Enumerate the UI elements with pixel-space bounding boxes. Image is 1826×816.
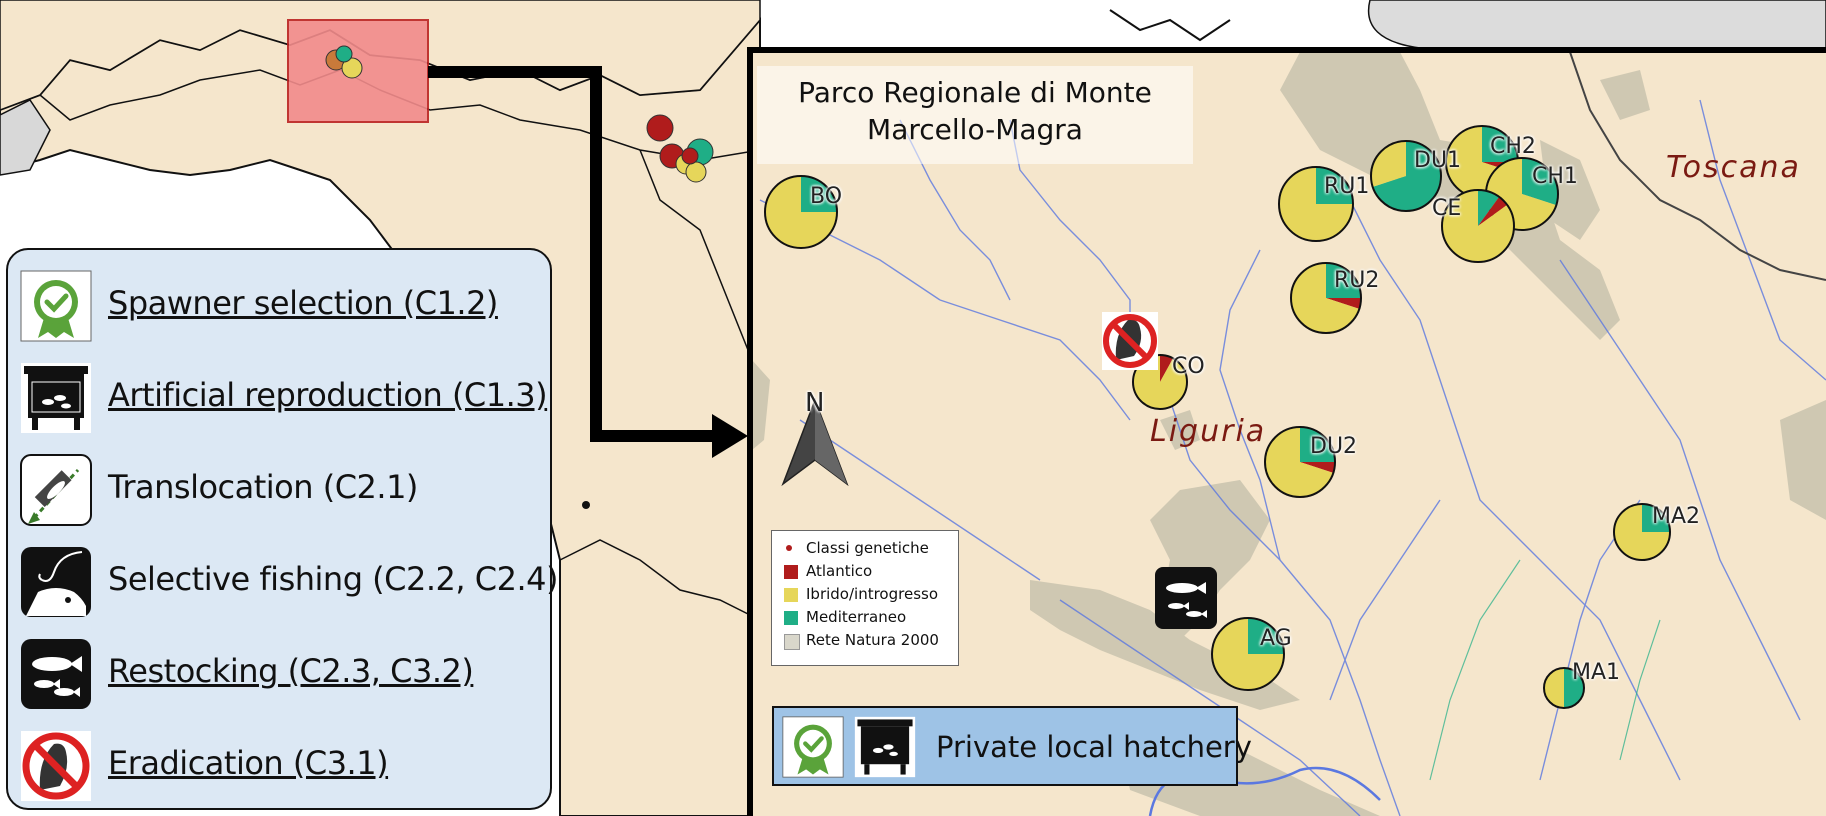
genetic-classes-legend: Classi genetiche Atlantico Ibrido/introg… [771, 530, 959, 666]
site-label-ma2: MA2 [1652, 504, 1701, 529]
map-legend-label: Ibrido/introgresso [806, 585, 938, 603]
site-label-ma1: MA1 [1572, 660, 1621, 685]
legend-row-artificial-reproduction: Artificial reproduction (C1.3) [14, 362, 550, 438]
map-legend-label: Mediterraneo [806, 608, 907, 626]
swatch-mediterraneo [784, 611, 798, 625]
map-legend-entry: Ibrido/introgresso [780, 585, 958, 608]
park-title-line1: Parco Regionale di Monte [798, 76, 1152, 109]
connector-arrow [428, 66, 712, 442]
site-label-ch1: CH1 [1532, 164, 1578, 189]
site-label-ch2: CH2 [1490, 134, 1536, 159]
site-label-ru1: RU1 [1324, 174, 1370, 199]
restocking-icon [21, 639, 91, 709]
legend-label: Eradication (C3.1) [108, 744, 389, 782]
swatch-ibrido [784, 588, 798, 602]
region-label-liguria: Liguria [1150, 414, 1267, 449]
legend-row-restocking: Restocking (C2.3, C3.2) [14, 638, 550, 714]
map-legend-entry: Rete Natura 2000 [780, 631, 958, 654]
site-label-co: CO [1172, 354, 1205, 379]
map-legend-title-row: Classi genetiche [780, 539, 958, 562]
legend-row-eradication: Eradication (C3.1) [14, 730, 550, 806]
legend-label: Selective fishing (C2.2, C2.4) [108, 560, 558, 598]
legend-label: Restocking (C2.3, C3.2) [108, 652, 474, 690]
dot-icon [786, 545, 792, 551]
map-legend-title: Classi genetiche [806, 539, 929, 557]
legend-row-selective-fishing: Selective fishing (C2.2, C2.4) [14, 546, 558, 622]
management-actions-legend: Spawner selection (C1.2) Artificial repr… [6, 248, 558, 810]
map-legend-label: Rete Natura 2000 [806, 631, 939, 649]
site-label-ag: AG [1260, 626, 1292, 651]
site-label-du2: DU2 [1310, 434, 1358, 459]
map-legend-entry: Mediterraneo [780, 608, 958, 631]
legend-row-spawner-selection: Spawner selection (C1.2) [14, 270, 550, 346]
selective-fishing-icon [21, 547, 91, 617]
map-legend-label: Atlantico [806, 562, 873, 580]
eradication-icon [21, 731, 91, 801]
site-label-ce: CE [1432, 196, 1462, 221]
private-hatchery-box: Private local hatchery [772, 706, 1252, 786]
park-title: Parco Regionale di Monte Marcello-Magra [757, 66, 1193, 164]
spawner-selection-icon [782, 716, 844, 778]
park-title-line2: Marcello-Magra [867, 113, 1083, 146]
north-label: N [805, 388, 825, 418]
swatch-atlantico [784, 565, 798, 579]
hatchery-label: Private local hatchery [936, 730, 1252, 764]
artificial-reproduction-icon [21, 363, 91, 433]
site-label-du1: DU1 [1414, 148, 1462, 173]
map-legend-entry: Atlantico [780, 562, 958, 585]
site-label-bo: BO [810, 184, 843, 209]
legend-label: Spawner selection (C1.2) [108, 284, 498, 322]
legend-label: Artificial reproduction (C1.3) [108, 376, 548, 414]
translocation-icon [20, 454, 92, 526]
artificial-reproduction-icon [854, 716, 916, 778]
site-label-ru2: RU2 [1334, 268, 1380, 293]
legend-row-translocation: Translocation (C2.1) [14, 454, 550, 530]
swatch-natura2000 [784, 634, 800, 650]
legend-label: Translocation (C2.1) [108, 468, 418, 506]
spawner-selection-icon [20, 270, 92, 342]
region-label-toscana: Toscana [1666, 150, 1801, 185]
